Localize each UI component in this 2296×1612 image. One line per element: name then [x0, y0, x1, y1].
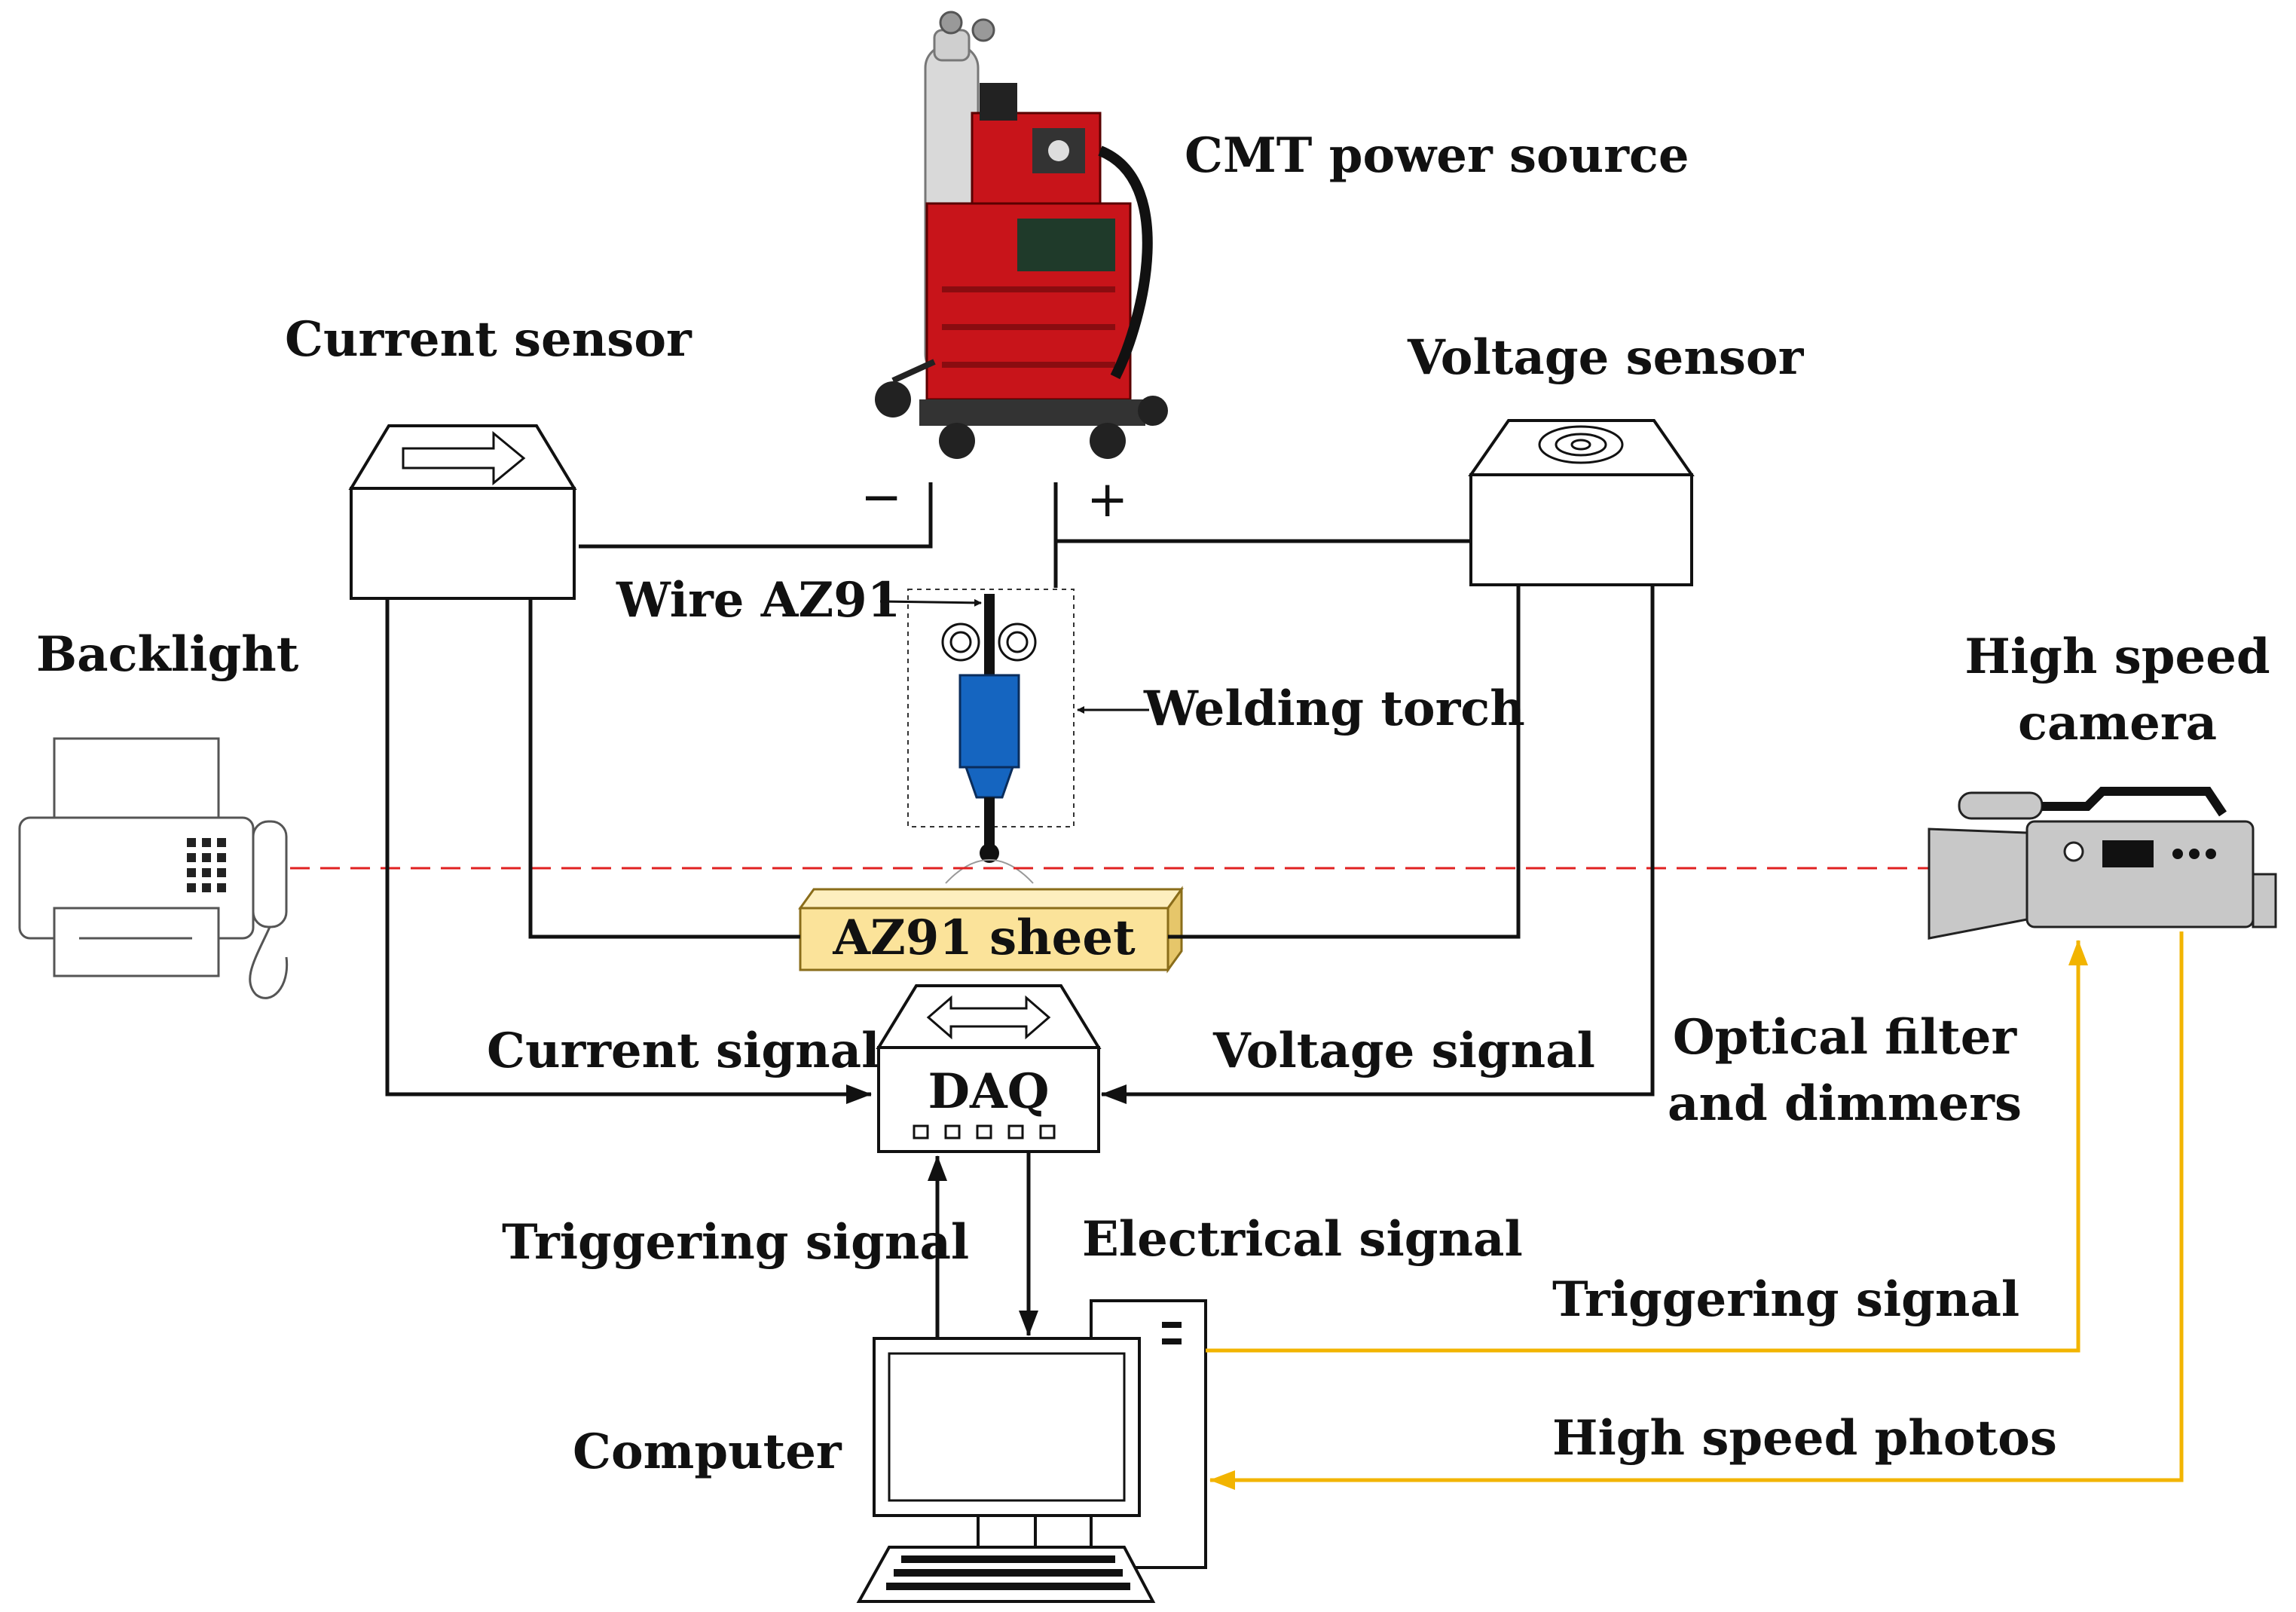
negative-cable [579, 482, 933, 549]
triggering-signal-camera-line [1206, 940, 2088, 1353]
az91-sheet [798, 886, 1184, 974]
welding-torch [907, 589, 1075, 884]
voltage-signal-line [1101, 585, 1655, 1104]
computer-icon [856, 1299, 1207, 1603]
cmt-power-source-label: CMT power source [1185, 127, 1689, 184]
optical-filter-label-line1: Optical filter [1673, 1009, 2018, 1066]
current-sensor-to-sheet-line [528, 598, 800, 939]
current-signal-line [385, 598, 872, 1104]
double-arrow-icon [926, 995, 1051, 1040]
voltage-signal-label: Voltage signal [1212, 1023, 1595, 1079]
triggering-signal-left-label: Triggering signal [502, 1214, 969, 1271]
target-icon [1538, 425, 1624, 464]
backlight-label: Backlight [36, 626, 299, 683]
cmt-power-source-icon [875, 11, 1168, 459]
current-signal-label: Current signal [487, 1023, 879, 1079]
camera-label-line2: camera [2018, 695, 2217, 751]
high-speed-photos-line [1209, 931, 2184, 1490]
voltage-sensor [1468, 419, 1695, 586]
positive-terminal-label: + [1087, 470, 1128, 528]
wire-az91-label: Wire AZ91 [616, 572, 900, 629]
arrow-right-icon [402, 430, 526, 486]
wire-pointer [879, 598, 982, 607]
welding-torch-label: Welding torch [1143, 681, 1525, 737]
optical-filter-label-line2: and dimmers [1668, 1075, 2022, 1132]
computer-label: Computer [573, 1424, 842, 1480]
triggering-signal-right-label: Triggering signal [1552, 1271, 2019, 1328]
electrical-signal-label: Electrical signal [1082, 1211, 1523, 1268]
daq-label: DAQ [928, 1063, 1050, 1120]
current-sensor-label: Current sensor [285, 311, 692, 368]
backlight-icon [18, 737, 289, 999]
daq-box [876, 984, 1102, 1153]
high-speed-camera-icon [1928, 787, 2277, 940]
high-speed-photos-label: High speed photos [1552, 1410, 2057, 1467]
az91-sheet-label: AZ91 sheet [832, 910, 1136, 966]
voltage-sensor-to-sheet-line [1168, 585, 1521, 939]
current-sensor [348, 424, 577, 600]
voltage-sensor-label: Voltage sensor [1407, 329, 1805, 386]
camera-label-line1: High speed [1964, 629, 2270, 685]
negative-terminal-label: − [861, 468, 902, 526]
